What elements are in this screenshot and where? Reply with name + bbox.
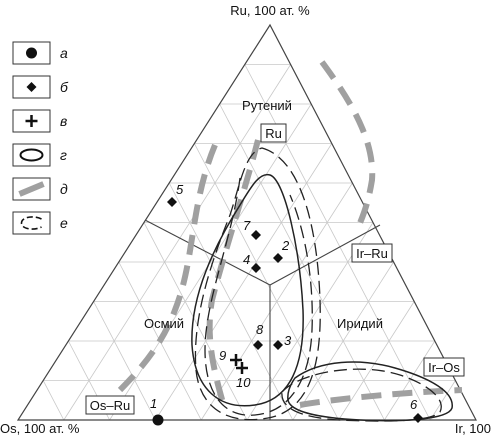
ternary-grid — [42, 64, 456, 421]
legend-symbol-circle — [26, 47, 37, 59]
point-5-marker — [167, 197, 177, 207]
point-7-marker — [251, 230, 261, 240]
point-label-1: 1 — [150, 396, 157, 411]
point-label-8: 8 — [256, 322, 264, 337]
point-label-10: 10 — [236, 375, 251, 390]
legend-symbol-ellipse — [19, 148, 44, 162]
point-2-marker — [273, 253, 283, 263]
legend: а б в г д е — [12, 41, 69, 235]
box-os-ru-label: Os–Ru — [90, 398, 130, 413]
thick-dashed-lines — [115, 60, 463, 411]
legend-label: б — [60, 79, 69, 95]
point-10-marker — [236, 362, 248, 374]
box-ir-os: Ir–Os — [423, 357, 465, 377]
apex-label-top: Ru, 100 ат. % — [230, 3, 310, 18]
legend-rows: а б в г д е — [12, 41, 69, 235]
legend-row-4: г — [12, 143, 67, 167]
point-6-marker — [413, 413, 423, 423]
point-label-4: 4 — [243, 252, 250, 267]
legend-symbol-dashed-contour — [20, 216, 42, 230]
legend-row-5: д — [12, 177, 68, 201]
legend-swatch-box — [12, 143, 51, 167]
point-9-marker — [230, 354, 242, 366]
legend-label: а — [60, 45, 68, 61]
legend-symbol-plus — [25, 115, 38, 127]
point-label-5: 5 — [176, 182, 184, 197]
legend-symbol-diamond — [26, 82, 37, 92]
field-label-ruthenium: Рутений — [242, 98, 292, 113]
apex-label-right: Ir, 100 — [455, 421, 491, 436]
legend-symbol-thick-dash — [18, 181, 45, 197]
point-4-marker — [251, 263, 261, 273]
point-label-2: 2 — [281, 238, 290, 253]
point-3-marker — [273, 340, 283, 350]
legend-swatch-box — [12, 211, 51, 235]
box-ru: Ru — [260, 123, 287, 143]
box-os-ru: Os–Ru — [85, 395, 135, 415]
data-points: 1 2 3 4 5 6 7 8 9 10 — [150, 182, 423, 426]
legend-label: г — [60, 147, 67, 163]
legend-label: е — [60, 215, 68, 231]
apex-label-left: Os, 100 ат. % — [0, 421, 80, 436]
field-label-osmium: Осмий — [144, 316, 184, 331]
box-ir-os-label: Ir–Os — [428, 360, 460, 375]
field-label-iridium: Иридий — [337, 316, 383, 331]
point-1-marker — [152, 414, 164, 426]
box-ru-label: Ru — [265, 126, 282, 141]
legend-row-2: б — [12, 75, 69, 99]
box-ir-ru: Ir–Ru — [351, 243, 393, 263]
point-label-7: 7 — [243, 218, 251, 233]
dashed-contours — [194, 147, 442, 422]
box-ir-ru-label: Ir–Ru — [356, 246, 388, 261]
legend-row-6: е — [12, 211, 68, 235]
point-label-6: 6 — [410, 397, 418, 412]
point-label-3: 3 — [284, 333, 292, 348]
legend-row-1: а — [12, 41, 68, 65]
point-8-marker — [253, 340, 263, 350]
legend-label: д — [60, 181, 68, 197]
field-boundaries — [144, 219, 381, 420]
legend-label: в — [60, 113, 67, 129]
point-label-9: 9 — [219, 348, 226, 363]
legend-row-3: в — [12, 109, 67, 133]
